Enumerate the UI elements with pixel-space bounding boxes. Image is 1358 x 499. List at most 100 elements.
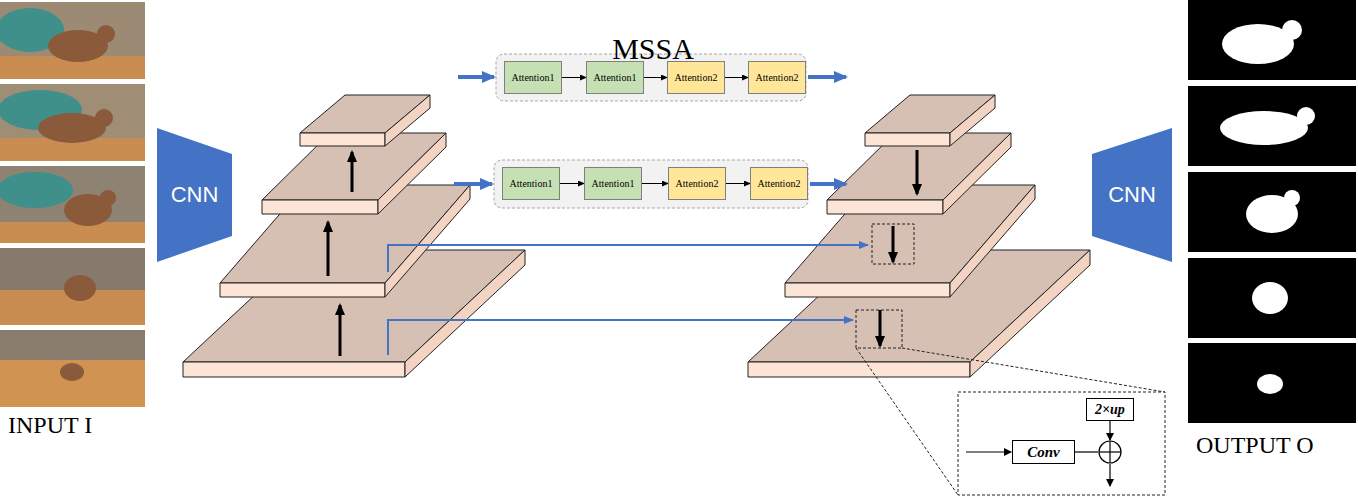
mask-shape (1220, 111, 1308, 145)
mask-shape (1297, 107, 1315, 125)
up-arrow (327, 222, 330, 276)
photo-bed (0, 360, 145, 407)
slab-front (300, 133, 385, 146)
zoom-box (872, 224, 914, 264)
zoom-boxes (856, 224, 914, 348)
wire (966, 451, 1011, 452)
flow-arrow (454, 182, 492, 186)
rabbit (97, 25, 115, 43)
attention-box: Attention1 (504, 61, 562, 94)
up-arrows (328, 152, 352, 356)
feature-slabs (748, 95, 1090, 377)
sum-symbol (1109, 441, 1110, 463)
slab-side (943, 133, 1011, 214)
wire (1109, 421, 1110, 440)
down-arrow (892, 226, 895, 262)
flow-arrow (644, 77, 667, 78)
attention-box: Attention2 (667, 61, 725, 94)
mask-shape (1252, 282, 1288, 314)
flow-arrow (642, 183, 668, 184)
flow-arrow (808, 75, 846, 79)
cnn-block: CNN (1092, 128, 1172, 262)
skip-line (388, 245, 868, 272)
slab-side (378, 133, 446, 214)
block-shape (157, 128, 232, 262)
flow-arrow (726, 183, 750, 184)
conv-box: Conv (1012, 440, 1075, 464)
zoom-leader (856, 348, 958, 495)
flow-arrow (725, 77, 748, 78)
down-arrows (880, 150, 917, 346)
slab-side (950, 95, 995, 146)
down-arrow (879, 310, 882, 346)
node-text: Attention1 (592, 178, 635, 189)
photo-cloth (0, 172, 73, 208)
mask-shape (1282, 20, 1302, 40)
node-text: 2×up (1095, 402, 1125, 417)
cnn-block: CNN (157, 128, 232, 262)
slab-front (183, 362, 405, 377)
slab-front (262, 200, 378, 214)
inset-frame (958, 392, 1165, 495)
slab-front (748, 362, 970, 377)
node-text: Attention2 (675, 72, 718, 83)
photo (0, 248, 145, 325)
down-arrow (916, 150, 919, 194)
mask-shape (1257, 374, 1283, 394)
mask (1188, 172, 1356, 252)
node-text: Attention2 (758, 178, 801, 189)
attention-box: Attention2 (750, 167, 808, 200)
rabbit (100, 190, 116, 206)
slab-side (405, 250, 525, 377)
mask (1188, 343, 1356, 423)
mask-shape (1284, 190, 1300, 206)
node-text: Attention1 (512, 72, 555, 83)
input-frames (0, 2, 145, 407)
output-label: OUTPUT O (1196, 432, 1314, 458)
zoom-leaders (856, 348, 1165, 495)
flow-arrow (562, 77, 586, 78)
module-title: MSSA (612, 32, 694, 65)
up-arrow (339, 305, 342, 356)
feature-slabs (183, 95, 525, 377)
zoom-box (856, 310, 902, 348)
slab-side (970, 250, 1090, 377)
attention-box: Attention1 (584, 167, 642, 200)
node-text: Conv (1027, 444, 1060, 461)
wire (1075, 451, 1098, 452)
mask (1188, 0, 1356, 80)
sum-symbol (1099, 441, 1121, 463)
flow-arrow (810, 182, 846, 186)
flow-arrow (458, 75, 494, 79)
node-text: CNN (171, 183, 219, 207)
slab-side (950, 185, 1035, 297)
node-text: CNN (1108, 183, 1156, 207)
inset-wiring (966, 421, 1121, 486)
attention-box: Attention1 (586, 61, 644, 94)
slab-side (385, 95, 430, 146)
rabbit (95, 109, 113, 127)
slab-front (785, 283, 950, 297)
node-text: Attention1 (510, 178, 553, 189)
slab-front (865, 133, 950, 146)
upsample-box: 2×up (1086, 398, 1134, 421)
slab-side (385, 185, 470, 297)
node-text: Attention2 (676, 178, 719, 189)
node-text: Attention2 (756, 72, 799, 83)
zoom-leader (902, 348, 1165, 392)
slab-front (220, 283, 385, 297)
rabbit (64, 275, 96, 301)
up-arrow (351, 152, 354, 192)
output-masks (1188, 0, 1356, 423)
rabbit (60, 363, 84, 381)
input-label: INPUT I (8, 412, 92, 438)
attention-box: Attention1 (502, 167, 560, 200)
skip-connections (388, 245, 868, 355)
node-text: Attention1 (594, 72, 637, 83)
mask (1188, 258, 1356, 338)
flow-arrow (560, 183, 584, 184)
slab-front (827, 200, 943, 214)
attention-group (494, 160, 808, 208)
photo-bed (0, 222, 145, 243)
